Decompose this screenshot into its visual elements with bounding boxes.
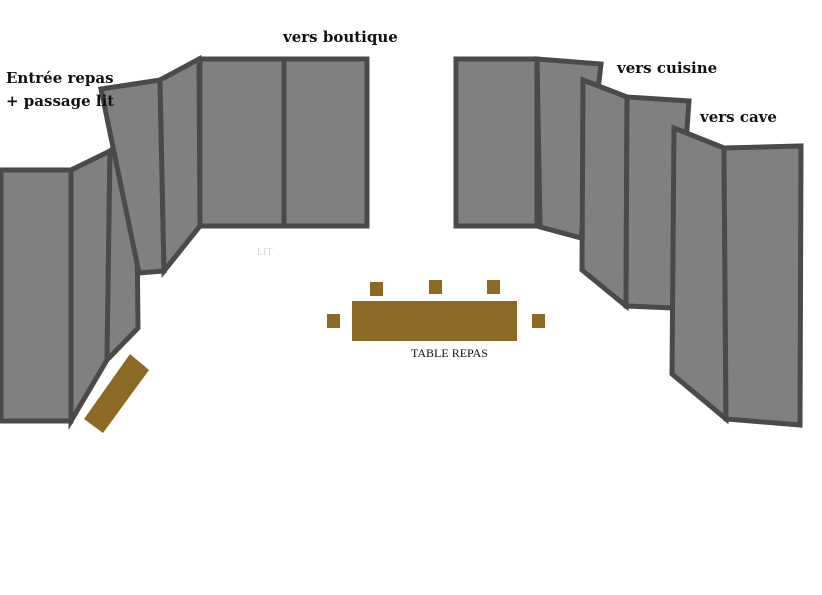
boutique-screen-panel-right: [281, 56, 370, 229]
chair-top-2: [429, 280, 442, 294]
right-screen-group: [453, 56, 804, 428]
right-screen-panel-5: [669, 124, 729, 425]
chair-top-1: [370, 282, 383, 296]
label-vers-boutique: vers boutique: [282, 28, 398, 46]
labels-group: Entrée repas + passage lit vers boutique…: [6, 28, 777, 360]
label-vers-cuisine: vers cuisine: [616, 59, 717, 77]
left-screen-panel-1: [0, 167, 74, 424]
label-entree-line1: Entrée repas: [6, 69, 114, 87]
label-vers-cave: vers cave: [699, 108, 777, 126]
boutique-screen-panel-left: [197, 56, 287, 229]
chair-left: [327, 314, 340, 328]
dining-table: [352, 301, 517, 341]
bench: [84, 354, 149, 433]
right-screen-panel-3: [579, 76, 630, 312]
right-screen-panel-6: [721, 143, 804, 428]
label-lit: LIT: [257, 247, 273, 258]
label-entree-line2: + passage lit: [6, 92, 114, 110]
chair-right: [532, 314, 545, 328]
left-screen-panel-5: [157, 54, 203, 278]
label-table-repas: TABLE REPAS: [411, 346, 488, 360]
chair-top-3: [487, 280, 500, 294]
left-screen-group: [0, 54, 203, 431]
right-screen-panel-1: [453, 56, 540, 229]
furniture-group: [84, 280, 545, 433]
boutique-screen-group: [197, 56, 370, 229]
left-screen-panel-2: [68, 146, 113, 431]
